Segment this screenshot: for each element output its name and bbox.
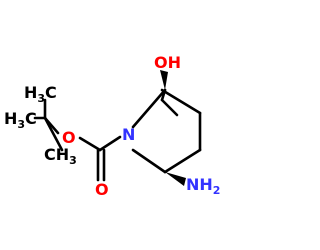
bond-n-carbonyl [98, 135, 122, 152]
molecule-structure: OH NH2 N O O H3C H3C CH3 [4, 53, 220, 199]
label-ester-oxygen: O [62, 128, 76, 147]
bond-n-c2-ring [131, 88, 167, 129]
label-methyl-top: H3C [24, 83, 57, 105]
bond-n-c2 [160, 98, 179, 117]
bond-c6-n [131, 148, 167, 174]
label-ring-nitrogen: N [122, 125, 135, 144]
wedge-bond-oh [160, 70, 168, 90]
wedge-bond-nh2 [165, 172, 186, 186]
label-carbonyl-oxygen: O [95, 180, 109, 199]
bond-c3-c4 [160, 88, 202, 115]
molecule-canvas: OH NH2 N O O H3C H3C CH3 [4, 53, 220, 199]
bond-carbonyl-ester-o [78, 136, 102, 152]
bond-tbu-methyl-bottom [43, 116, 64, 152]
label-amine: NH2 [186, 175, 220, 197]
label-methyl-left: H3C [4, 109, 37, 131]
bond-c5-c6 [163, 148, 202, 174]
label-methyl-bottom: CH3 [44, 145, 77, 167]
label-hydroxyl: OH [154, 53, 181, 72]
